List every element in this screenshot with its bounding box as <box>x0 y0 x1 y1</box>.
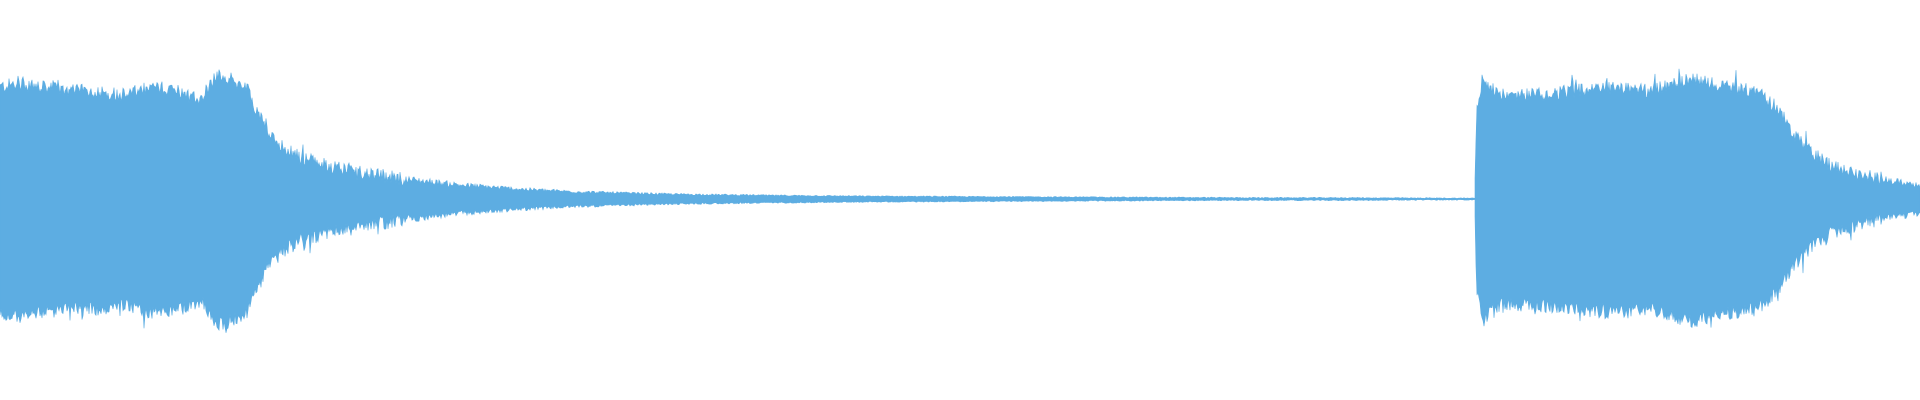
waveform-second-burst <box>1474 68 1920 329</box>
waveform-first-burst <box>0 69 1476 333</box>
waveform-body <box>0 68 1920 333</box>
